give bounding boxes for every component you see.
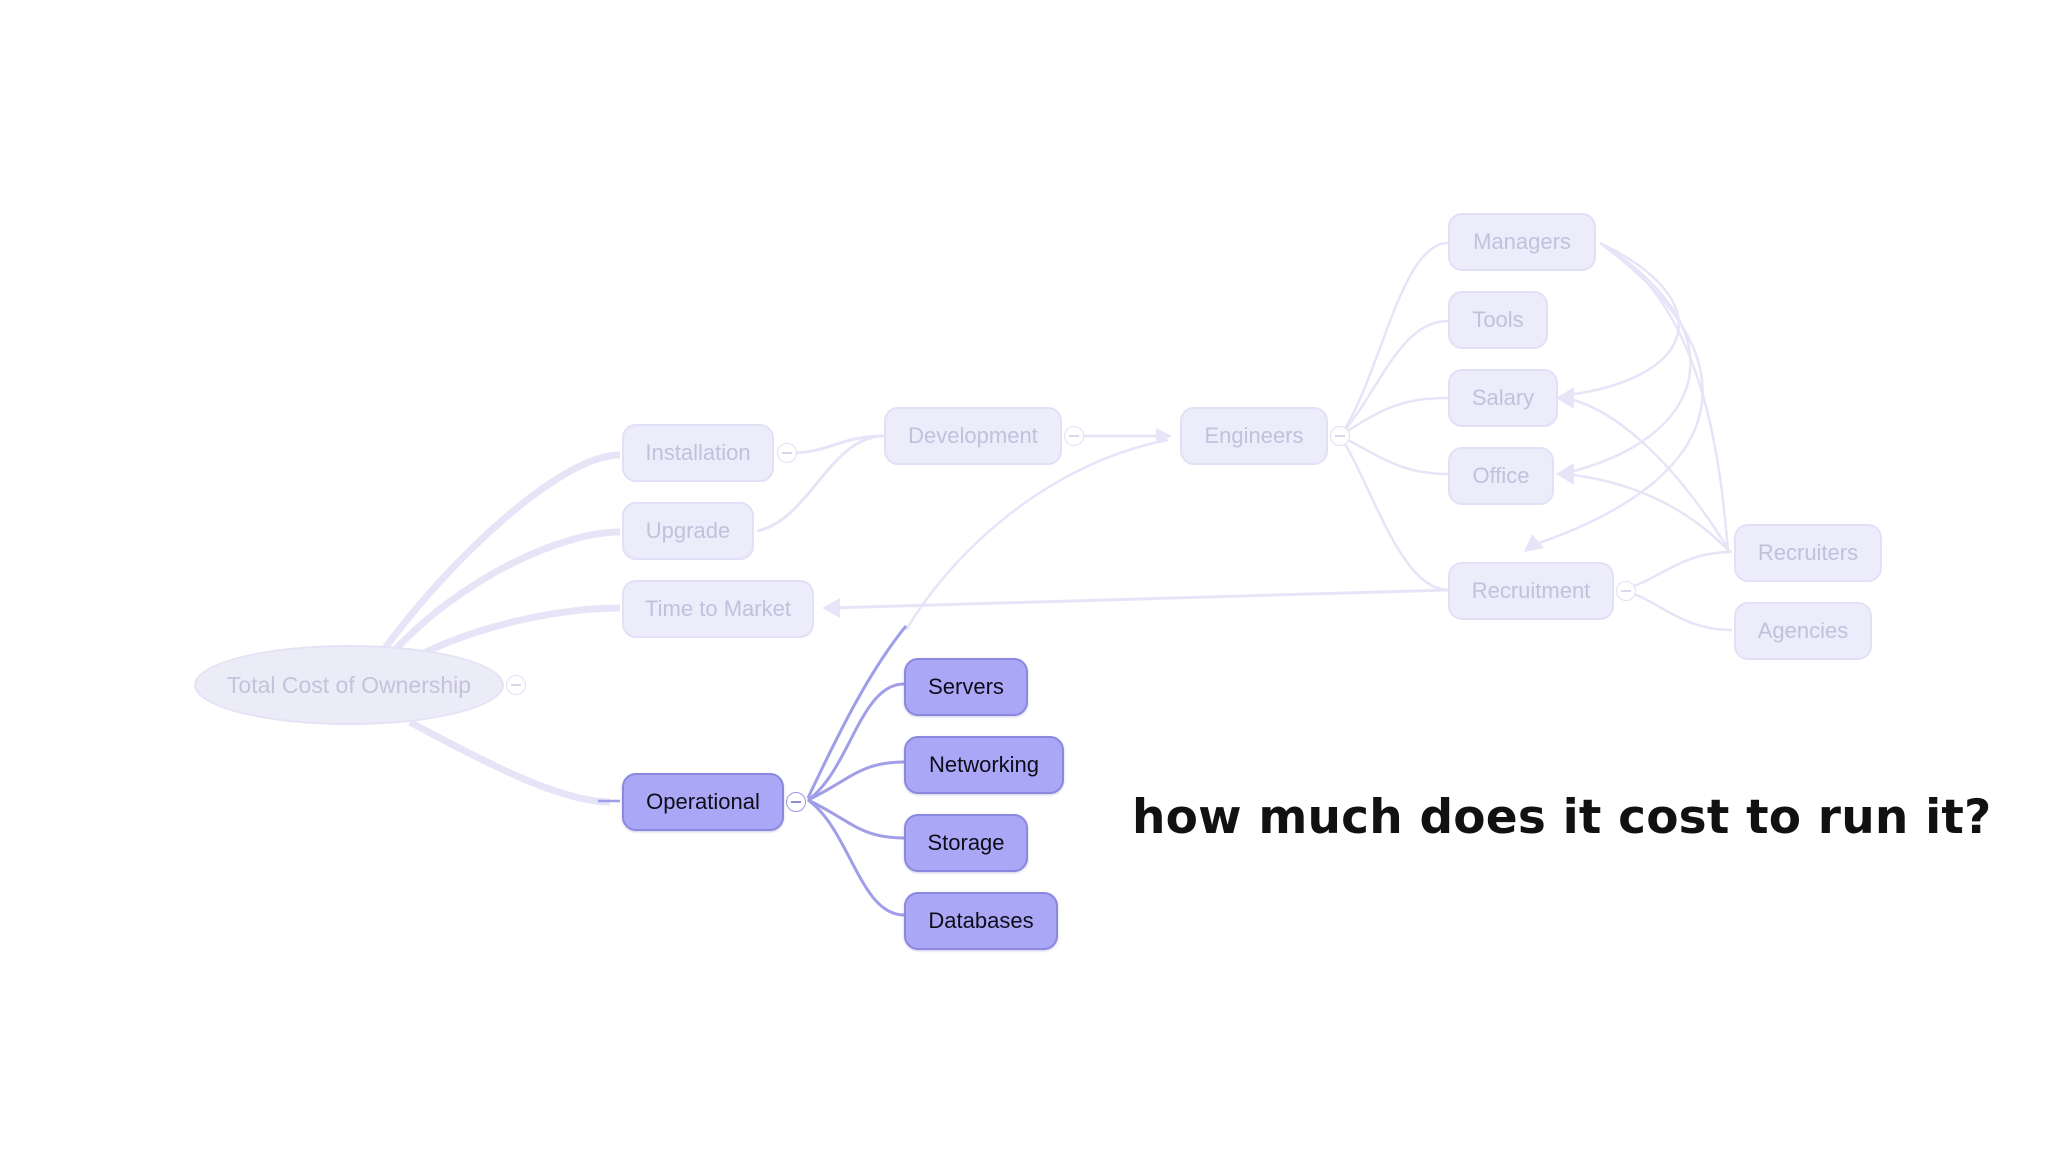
- node-servers[interactable]: Servers: [904, 658, 1028, 716]
- engineers-collapse-toggle[interactable]: [1330, 426, 1350, 446]
- node-agencies[interactable]: Agencies: [1734, 602, 1872, 660]
- root-node-total-cost-of-ownership[interactable]: Total Cost of Ownership: [194, 645, 504, 725]
- link-managers-recruiters: [1599, 241, 1730, 553]
- node-time-to-market[interactable]: Time to Market: [622, 580, 814, 638]
- arrowhead-recruitment: [1524, 534, 1544, 552]
- link-operational-servers: [807, 682, 905, 802]
- node-label: Time to Market: [645, 596, 791, 621]
- operational-collapse-toggle[interactable]: [786, 792, 806, 812]
- node-label: Installation: [645, 440, 751, 465]
- node-label: Databases: [928, 908, 1034, 933]
- link-operational-up: [806, 625, 908, 799]
- link-operational-storage: [807, 798, 905, 840]
- recruitment-collapse-toggle[interactable]: [1616, 581, 1636, 601]
- link-operational-networking: [807, 760, 905, 802]
- root-node-label: Total Cost of Ownership: [226, 671, 472, 698]
- node-label: Development: [908, 423, 1038, 448]
- slide-caption: how much does it cost to run it?: [1132, 790, 1992, 845]
- link-time-to-market-engineers: [904, 438, 1169, 631]
- link-recruitment-recruiters: [1621, 550, 1733, 592]
- link-recruiters-office: [1565, 472, 1731, 553]
- link-engineers-managers: [1338, 241, 1449, 437]
- node-label: Engineers: [1204, 423, 1304, 448]
- node-label: Office: [1472, 463, 1530, 488]
- node-managers[interactable]: Managers: [1448, 213, 1596, 271]
- root-collapse-toggle[interactable]: [506, 675, 526, 695]
- node-salary[interactable]: Salary: [1448, 369, 1558, 427]
- node-label: Servers: [928, 674, 1004, 699]
- node-label: Tools: [1472, 307, 1524, 332]
- installation-collapse-toggle[interactable]: [777, 443, 797, 463]
- node-label: Upgrade: [645, 518, 731, 543]
- link-root-upgrade: [392, 528, 621, 653]
- node-label: Salary: [1471, 385, 1535, 410]
- arrowhead-time-to-market: [822, 598, 840, 618]
- link-engineers-tools: [1339, 319, 1449, 437]
- node-label: Storage: [927, 830, 1005, 855]
- arrowhead-engineers: [1156, 428, 1172, 444]
- node-recruiters[interactable]: Recruiters: [1734, 524, 1882, 582]
- node-operational[interactable]: Operational: [622, 773, 784, 831]
- node-office[interactable]: Office: [1448, 447, 1554, 505]
- link-managers-office: [1561, 241, 1692, 476]
- arrowhead-salary: [1556, 387, 1574, 409]
- link-engineers-office: [1339, 434, 1449, 476]
- link-root-installation: [382, 451, 621, 651]
- node-label: Managers: [1473, 229, 1571, 254]
- node-development[interactable]: Development: [884, 407, 1062, 465]
- node-recruitment[interactable]: Recruitment: [1448, 562, 1614, 620]
- node-label: Recruiters: [1757, 540, 1859, 565]
- link-engineers-salary: [1339, 396, 1449, 438]
- node-networking[interactable]: Networking: [904, 736, 1064, 794]
- link-recruitment-agencies: [1621, 588, 1733, 632]
- link-engineers-recruitment: [1338, 435, 1449, 592]
- link-operational-databases: [807, 798, 905, 917]
- link-root-operational: [408, 718, 611, 806]
- node-upgrade[interactable]: Upgrade: [622, 502, 754, 560]
- link-recruitment-time-to-market: [829, 588, 1449, 610]
- arrowhead-office: [1556, 463, 1574, 485]
- node-storage[interactable]: Storage: [904, 814, 1028, 872]
- node-label: Networking: [928, 752, 1040, 777]
- development-collapse-toggle[interactable]: [1064, 426, 1084, 446]
- link-recruiters-salary: [1565, 396, 1732, 553]
- node-tools[interactable]: Tools: [1448, 291, 1548, 349]
- link-root-time-to-market: [418, 604, 621, 659]
- node-label: Agencies: [1757, 618, 1849, 643]
- node-engineers[interactable]: Engineers: [1180, 407, 1328, 465]
- node-databases[interactable]: Databases: [904, 892, 1058, 950]
- link-managers-salary: [1559, 241, 1680, 398]
- link-upgrade-development: [756, 434, 885, 533]
- node-installation[interactable]: Installation: [622, 424, 774, 482]
- node-label: Operational: [646, 789, 760, 814]
- node-label: Recruitment: [1471, 578, 1591, 603]
